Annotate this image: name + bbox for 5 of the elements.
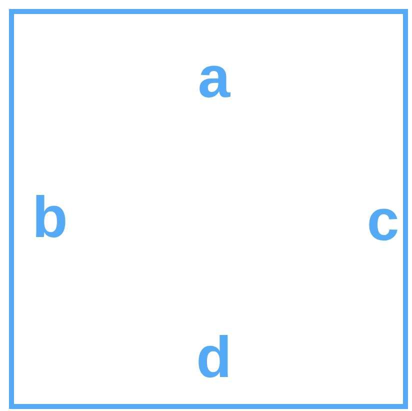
letter-label: a: [198, 49, 230, 107]
letter-label: c: [366, 192, 400, 250]
square-frame: [9, 9, 408, 409]
letter-label: b: [32, 189, 68, 247]
letter-label: d: [196, 329, 232, 387]
